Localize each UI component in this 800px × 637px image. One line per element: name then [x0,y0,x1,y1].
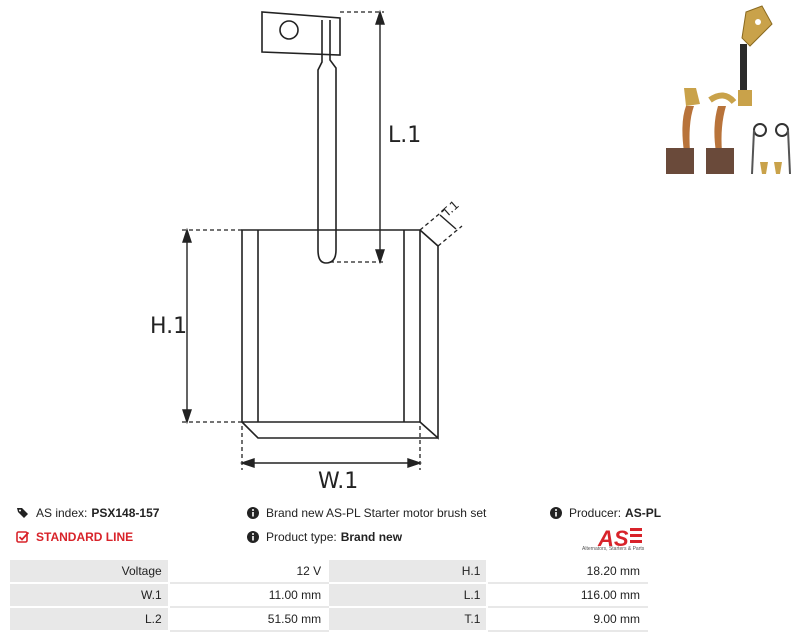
spec-label: Voltage [8,558,170,584]
terminal-tab [261,11,341,56]
product-type-value: Brand new [340,530,403,544]
standard-line: STANDARD LINE [16,530,133,544]
brush-body [241,229,421,423]
info-circle-icon [549,506,563,520]
product-photo [666,5,791,175]
spec-label: H.1 [327,558,489,584]
technical-drawing: L.1 H.1 W.1 T.1 [150,9,463,494]
spec-value: 12 V [167,558,330,584]
info-circle-icon [246,506,260,520]
spec-value: 18.20 mm [486,558,648,584]
tags-icon [16,506,30,520]
table-row: W.1 11.00 mm L.1 116.00 mm [8,582,648,608]
spec-label: L.2 [8,606,170,632]
label-w1: W.1 [318,469,358,494]
description: Brand new AS-PL Starter motor brush set [246,506,486,520]
standard-line-text: STANDARD LINE [36,530,134,544]
logo-tagline: Alternators, Starters & Parts [582,546,645,552]
checkbox-icon [16,530,30,544]
as-index-label: AS index: [36,506,88,520]
info-circle-icon [246,530,260,544]
table-row: L.2 51.50 mm T.1 9.00 mm [8,606,648,632]
spec-value: 9.00 mm [486,606,648,632]
description-text: Brand new AS-PL Starter motor brush set [266,506,487,520]
as-index-value: PSX148-157 [91,506,160,520]
producer: Producer: AS-PL [549,506,661,520]
producer-label: Producer: [569,506,622,520]
label-h1: H.1 [150,314,187,339]
spec-label: W.1 [8,582,170,608]
spec-value: 51.50 mm [167,606,330,632]
specs-table: Voltage 12 V H.1 18.20 mm W.1 11.00 mm L… [8,558,648,632]
as-index: AS index: PSX148-157 [16,506,159,520]
terminal-hole [279,20,299,40]
lead-wire [317,20,337,264]
svg-text:AS: AS [597,526,629,551]
spec-value: 11.00 mm [167,582,330,608]
as-logo: AS [597,526,642,551]
spec-label: T.1 [327,606,489,632]
producer-value: AS-PL [625,506,662,520]
product-type-label: Product type: [266,530,337,544]
table-row: Voltage 12 V H.1 18.20 mm [8,558,648,584]
spec-value: 116.00 mm [486,582,648,608]
spec-label: L.1 [327,582,489,608]
label-l1: L.1 [388,123,421,148]
product-type: Product type: Brand new [246,530,402,544]
